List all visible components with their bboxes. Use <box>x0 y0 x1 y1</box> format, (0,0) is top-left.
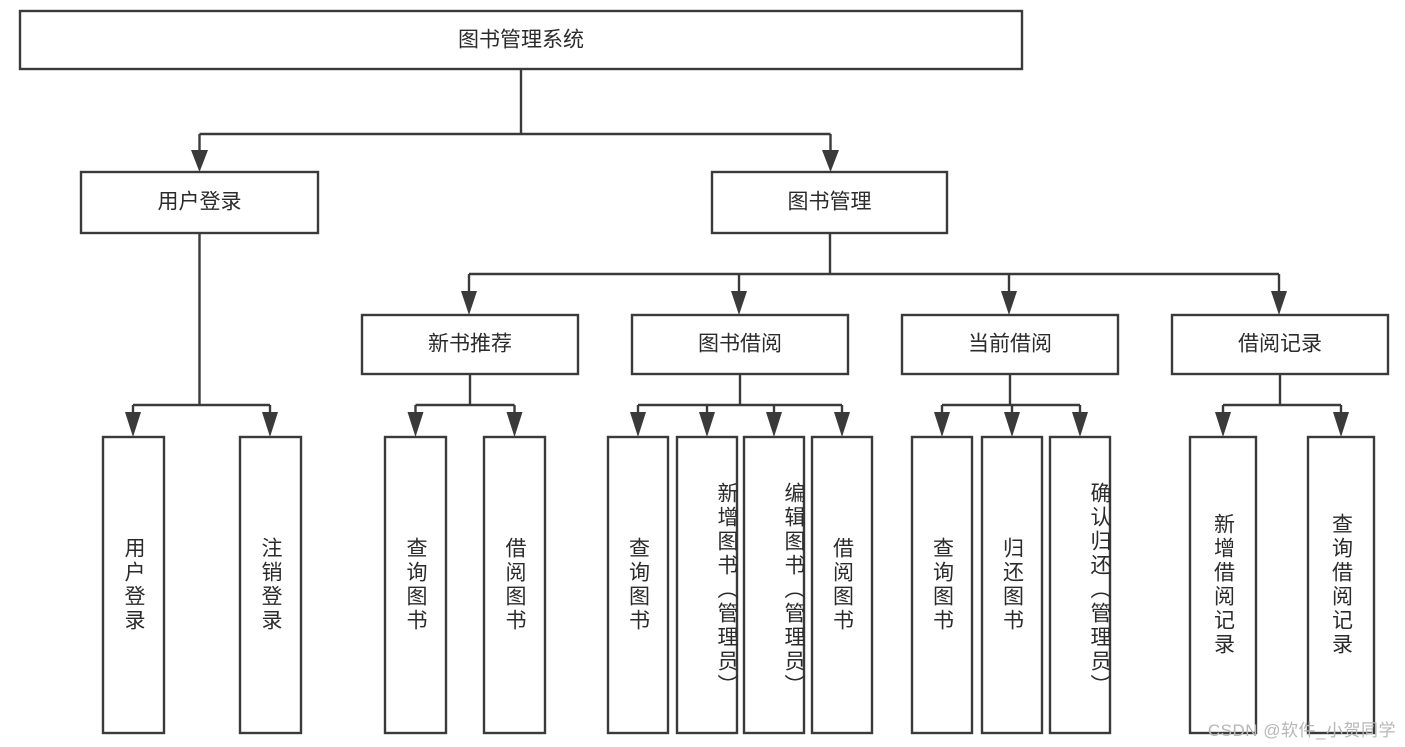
node-borrow-record[interactable]: 借阅记录 <box>1170 313 1390 376</box>
leaf-box-layer <box>101 435 1376 735</box>
arrow-userlogin-leaf-2 <box>262 412 278 437</box>
node-book-borrow-label: 图书借阅 <box>698 333 782 356</box>
node-current-borrow-label: 当前借阅 <box>968 333 1052 356</box>
node-root-box[interactable] <box>18 9 1024 71</box>
arrow-borrow-leaf-2 <box>699 412 715 437</box>
node-current-borrow[interactable]: 当前借阅 <box>900 313 1120 376</box>
leaf-box-query-book-borrow[interactable] <box>606 435 670 735</box>
node-borrow-record-box[interactable] <box>1170 313 1390 376</box>
leaf-box-add-record[interactable] <box>1188 435 1258 735</box>
node-book-management-box[interactable] <box>710 170 949 235</box>
node-user-login[interactable]: 用户登录 <box>79 170 320 235</box>
arrow-bookmgmt-to-newbook <box>461 291 477 315</box>
leaf-box-edit-book-admin[interactable] <box>742 435 806 735</box>
arrow-root-to-book-mgmt <box>822 150 839 172</box>
arrow-newbook-leaf-1 <box>407 412 424 437</box>
leaf-box-query-record[interactable] <box>1306 435 1376 735</box>
arrow-borrow-leaf-4 <box>834 412 850 437</box>
node-new-book-recommend-box[interactable] <box>360 313 580 376</box>
arrow-bookmgmt-to-borrow <box>731 291 747 315</box>
node-root-label: 图书管理系统 <box>458 29 584 52</box>
leaf-box-user-login[interactable] <box>101 435 166 735</box>
node-user-login-label: 用户登录 <box>158 191 242 214</box>
node-root[interactable]: 图书管理系统 <box>18 9 1024 71</box>
node-user-login-box[interactable] <box>79 170 320 235</box>
leaf-box-add-book-admin[interactable] <box>675 435 739 735</box>
arrow-root-to-user-login <box>191 150 208 172</box>
arrow-bookmgmt-to-current <box>1001 291 1017 315</box>
leaf-box-borrow-book-new[interactable] <box>482 435 547 735</box>
node-current-borrow-box[interactable] <box>900 313 1120 376</box>
arrow-borrow-leaf-1 <box>630 412 646 437</box>
arrow-userlogin-leaf-1 <box>125 412 141 437</box>
node-book-borrow-box[interactable] <box>630 313 850 376</box>
node-book-borrow[interactable]: 图书借阅 <box>630 313 850 376</box>
leaf-box-query-book-curr[interactable] <box>910 435 974 735</box>
arrow-current-leaf-3 <box>1072 412 1088 437</box>
leaf-box-return-book[interactable] <box>980 435 1044 735</box>
node-borrow-record-label: 借阅记录 <box>1238 333 1322 356</box>
arrow-borrow-leaf-3 <box>766 412 782 437</box>
leaf-box-borrow-book[interactable] <box>810 435 874 735</box>
arrow-newbook-leaf-2 <box>506 412 523 437</box>
node-book-management-label: 图书管理 <box>788 191 872 214</box>
arrow-record-leaf-1 <box>1215 412 1231 437</box>
node-new-book-recommend-label: 新书推荐 <box>428 333 512 356</box>
leaf-box-logout[interactable] <box>238 435 303 735</box>
leaf-box-confirm-return[interactable] <box>1048 435 1112 735</box>
leaf-box-query-book-new[interactable] <box>383 435 448 735</box>
arrow-current-leaf-2 <box>1004 412 1020 437</box>
arrow-record-leaf-2 <box>1333 412 1349 437</box>
csdn-watermark: CSDN @软件_小贺同学 <box>1207 721 1396 740</box>
arrow-bookmgmt-to-record <box>1271 291 1287 315</box>
node-book-management[interactable]: 图书管理 <box>710 170 949 235</box>
connector-layer <box>125 69 1349 437</box>
arrow-current-leaf-1 <box>934 412 950 437</box>
node-new-book-recommend[interactable]: 新书推荐 <box>360 313 580 376</box>
